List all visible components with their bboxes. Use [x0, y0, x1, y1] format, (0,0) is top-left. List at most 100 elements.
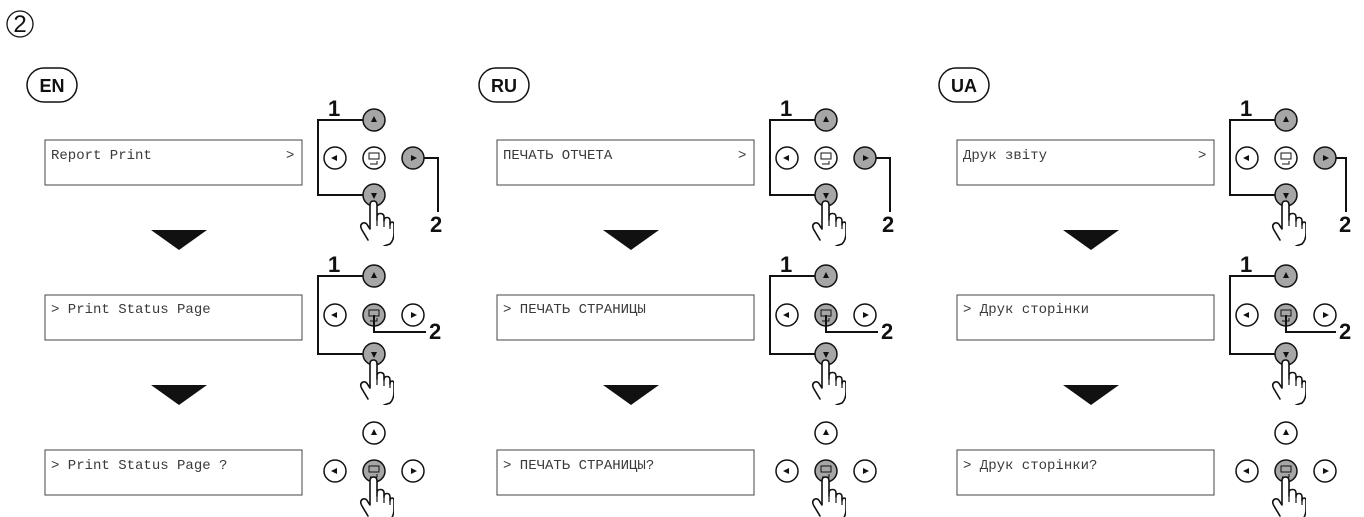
pointing-hand-icon	[1271, 359, 1306, 405]
left-key-icon	[331, 155, 337, 161]
lcd-text-3: > Друк сторінки?	[963, 457, 1097, 474]
lcd-screen-2	[44, 294, 303, 341]
pointing-hand-icon	[1271, 476, 1306, 517]
up-key-icon	[1283, 116, 1289, 122]
left-key-icon	[331, 468, 337, 474]
up-key-icon	[1283, 272, 1289, 278]
left-key-icon	[1243, 312, 1249, 318]
callout-1: 1	[780, 96, 792, 121]
bracket-line-1	[1229, 119, 1286, 196]
lcd-text-1: Report Print	[51, 148, 152, 164]
down-arrow-2	[1063, 385, 1119, 405]
ok-key	[814, 146, 838, 170]
bracket-line-4	[825, 315, 878, 333]
step-marker-circle	[6, 10, 34, 38]
right-key-icon	[863, 155, 869, 161]
keypad-3	[775, 421, 877, 517]
bracket-line-2	[424, 157, 439, 212]
pointing-hand-icon	[359, 476, 394, 517]
enter-icon	[1282, 318, 1290, 322]
bracket-line-1	[769, 119, 826, 196]
column-ua: UA Друк звіту > > Друк сторінки > Друк с…	[938, 67, 1351, 517]
ok-key-icon	[820, 152, 832, 160]
up-key-icon	[823, 429, 829, 435]
bracket-line-3	[1229, 275, 1286, 355]
lang-badge: UA	[938, 67, 990, 103]
column-ru: RU ПЕЧАТЬ ОТЧЕТА > > ПЕЧАТЬ СТРАНИЦЫ > П…	[478, 67, 894, 517]
keypad-1: 1 2	[1229, 96, 1351, 246]
left-key-icon	[783, 312, 789, 318]
down-arrow-1	[603, 230, 659, 250]
step-marker-number: 2	[13, 11, 26, 38]
right-key-icon	[1323, 312, 1329, 318]
lcd-screen-1	[44, 139, 303, 186]
lcd-arrow-1: >	[738, 148, 746, 164]
lcd-screen-1	[956, 139, 1215, 186]
right-key-icon	[863, 312, 869, 318]
pointing-hand-icon	[811, 200, 846, 246]
lang-badge: EN	[26, 67, 78, 103]
callout-1: 1	[1240, 96, 1252, 121]
bracket-line-2	[876, 157, 891, 212]
left-key-icon	[783, 468, 789, 474]
down-key-icon	[371, 193, 377, 199]
bracket-line-4	[1285, 315, 1336, 333]
left-key-icon	[1243, 155, 1249, 161]
ok-key	[1274, 146, 1298, 170]
keypad-1: 1 2	[317, 96, 442, 246]
callout-2: 2	[882, 212, 894, 237]
bracket-line-3	[769, 275, 826, 355]
lang-badge: RU	[478, 67, 530, 103]
keypad-2: 1 2	[1229, 252, 1351, 405]
bracket-line-3	[317, 275, 374, 355]
down-arrow-2	[151, 385, 207, 405]
lcd-screen-2	[496, 294, 755, 341]
lcd-text-3: > Print Status Page ?	[51, 458, 227, 474]
down-arrow-1	[1063, 230, 1119, 250]
keypad-1: 1 2	[769, 96, 894, 246]
pointing-hand-icon	[811, 476, 846, 517]
keypad-3	[1235, 421, 1337, 517]
lcd-text-1: ПЕЧАТЬ ОТЧЕТА	[503, 148, 613, 164]
pointing-hand-icon	[1271, 200, 1306, 246]
lcd-text-3: > ПЕЧАТЬ СТРАНИЦЫ?	[503, 458, 654, 474]
down-key-icon	[823, 352, 829, 358]
left-key-icon	[783, 155, 789, 161]
lcd-screen-1	[496, 139, 755, 186]
lang-badge-label: EN	[39, 76, 64, 96]
callout-4: 2	[1339, 319, 1351, 344]
lcd-arrow-1: >	[1198, 148, 1206, 164]
left-key-icon	[1243, 468, 1249, 474]
callout-4: 2	[429, 319, 441, 344]
lang-badge-label: RU	[491, 76, 517, 96]
down-key-icon	[823, 193, 829, 199]
left-key-icon	[331, 312, 337, 318]
right-key-icon	[411, 155, 417, 161]
right-key-icon	[1323, 468, 1329, 474]
ok-key-icon	[1280, 152, 1292, 160]
enter-icon	[1282, 161, 1290, 165]
lcd-text-2: > ПЕЧАТЬ СТРАНИЦЫ	[503, 302, 646, 318]
down-key-icon	[371, 352, 377, 358]
up-key-icon	[823, 272, 829, 278]
keypad-2: 1 2	[769, 252, 893, 405]
enter-icon	[370, 161, 378, 165]
bracket-line-1	[317, 119, 374, 196]
ok-key-icon	[820, 465, 832, 473]
down-arrow-1	[151, 230, 207, 250]
keypad-3	[323, 421, 425, 517]
callout-1: 1	[328, 96, 340, 121]
down-arrow-2	[603, 385, 659, 405]
lcd-screen-2	[956, 294, 1215, 341]
right-key-icon	[1323, 155, 1329, 161]
down-key-icon	[1283, 193, 1289, 199]
lcd-screen-3	[496, 449, 755, 496]
lcd-screen-3	[44, 449, 303, 496]
right-key-icon	[411, 312, 417, 318]
column-en: EN Report Print > > Print Status Page > …	[26, 67, 442, 517]
lcd-text-2: > Print Status Page	[51, 302, 211, 318]
enter-icon	[370, 318, 378, 322]
up-key-icon	[1283, 429, 1289, 435]
right-key-icon	[411, 468, 417, 474]
